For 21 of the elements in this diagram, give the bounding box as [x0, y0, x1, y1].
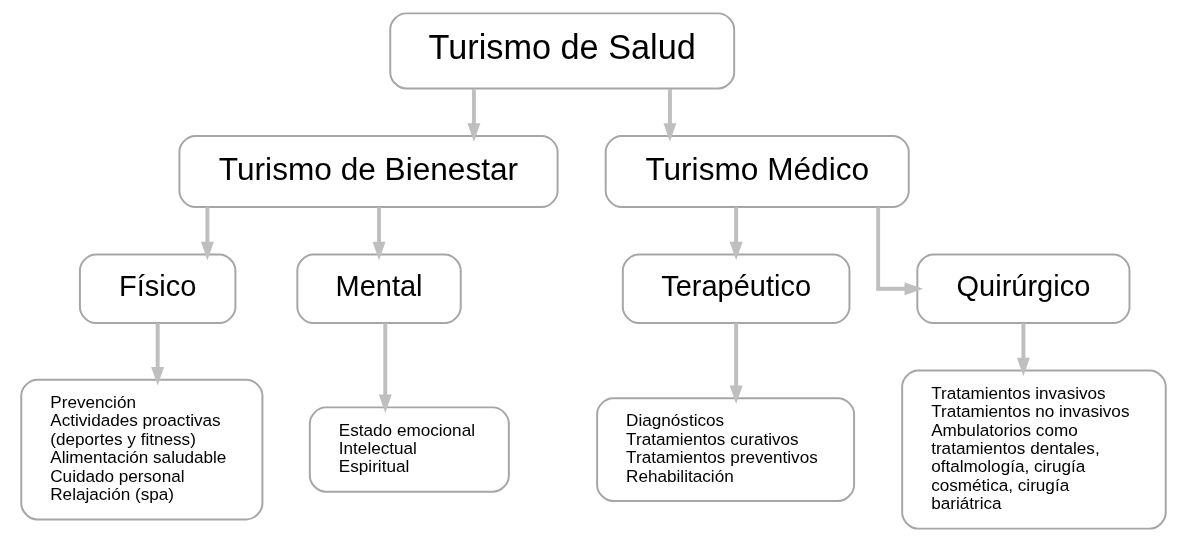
node-box: Prevención Actividades proactivas (deportes y fitness) Alimentación saludable Cuidado personal Relajación (spa) [19, 378, 263, 521]
arrow [875, 207, 923, 296]
arrow [150, 323, 164, 386]
node-box: Mental [295, 253, 462, 325]
arrow [372, 207, 385, 261]
arrow [378, 323, 392, 414]
node-box: Terapéutico [621, 253, 850, 325]
arrow [466, 89, 480, 142]
arrow [1016, 323, 1030, 377]
arrow [729, 207, 743, 261]
node-box: Turismo de Bienestar [177, 134, 559, 209]
arrow [729, 323, 743, 404]
node-box: Tratamientos invasivos Tratamientos no invasivos Ambulatorios como tratamientos dentales, oftalmología, cirugía cosmética, cirugía bariátrica [900, 369, 1167, 530]
node-box: Estado emocional Intelectual Espiritual [308, 406, 510, 493]
node-box: Turismo Médico [604, 134, 910, 209]
node-box: Físico [78, 253, 236, 325]
node-box: Turismo de Salud [388, 12, 735, 90]
node-box: Quirúrgico [915, 253, 1130, 325]
arrow [200, 207, 214, 261]
arrow [662, 89, 676, 142]
node-box: Diagnósticos Tratamientos curativos Tratamientos preventivos Rehabilitación [595, 397, 855, 502]
